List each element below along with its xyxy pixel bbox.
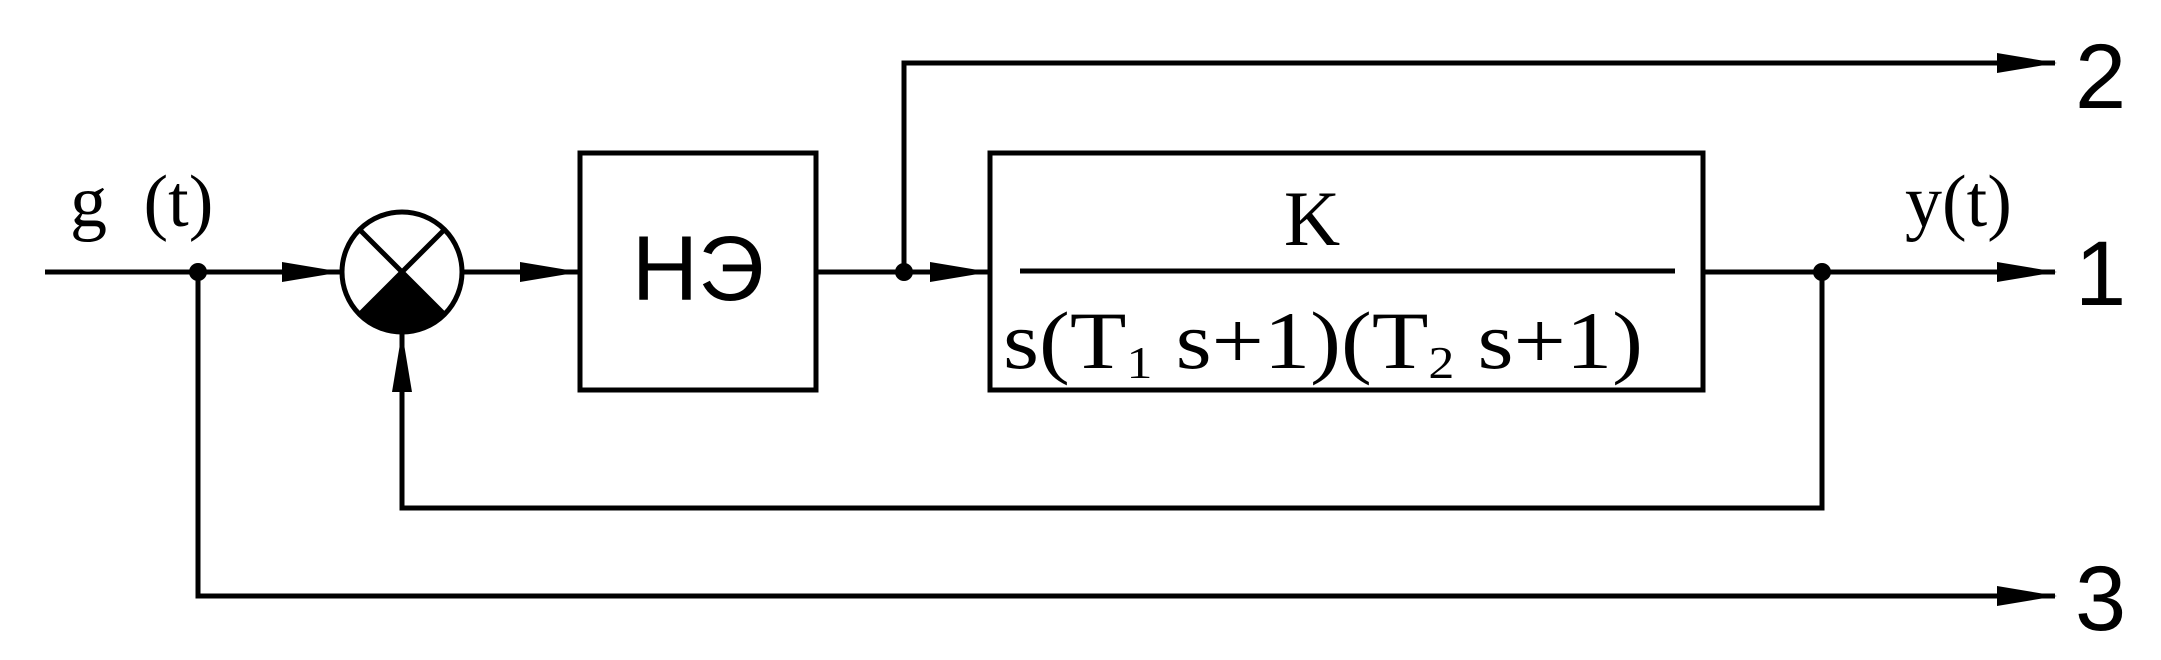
summing-junction-negative-sector: [359, 272, 445, 332]
time-constant-1-subscript: 1: [1126, 337, 1152, 388]
nonlinear-element-block: [577, 150, 819, 393]
nonlinear-element-label: НЭ: [632, 218, 765, 320]
output-3-label: 3: [2075, 548, 2126, 650]
input-signal-arg: (t): [144, 161, 214, 243]
denominator-suffix: s+1): [1454, 295, 1643, 386]
denominator-prefix: s(T: [1003, 295, 1126, 386]
output-1-label: 1: [2075, 223, 2126, 325]
transfer-numerator: K: [1284, 175, 1340, 262]
output-3-line: [195, 272, 2057, 606]
output-2-label: 2: [2075, 26, 2126, 128]
denominator-middle: s+1)(T: [1152, 295, 1428, 386]
input-signal-label: g (t): [70, 161, 213, 243]
input-signal-name: g: [70, 161, 107, 243]
time-constant-2-subscript: 2: [1428, 337, 1454, 388]
feedback-line: [392, 272, 1825, 511]
output-signal-label: y(t): [1905, 161, 2012, 243]
output-2-line: [901, 53, 2057, 272]
summing-junction: [339, 209, 465, 335]
